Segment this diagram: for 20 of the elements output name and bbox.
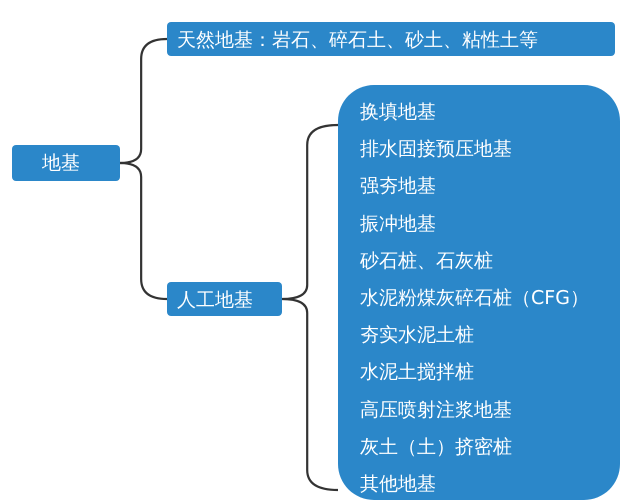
curly-brace bbox=[120, 162, 168, 300]
list-item: 砂石桩、石灰桩 bbox=[360, 248, 493, 274]
list-item: 其他地基 bbox=[360, 472, 436, 497]
root-box bbox=[12, 145, 120, 181]
list-item: 高压喷射注浆地基 bbox=[360, 398, 512, 423]
node-label: 人工地基 bbox=[177, 288, 253, 313]
list-item: 水泥粉煤灰碎石桩（CFG） bbox=[360, 286, 589, 311]
list-item: 夯实水泥土桩 bbox=[360, 323, 474, 348]
list-item: 振冲地基 bbox=[360, 212, 436, 237]
list-item: 强夯地基 bbox=[360, 174, 436, 200]
category-box bbox=[167, 22, 615, 56]
list-item: 水泥土搅拌桩 bbox=[360, 360, 474, 386]
list-item: 排水固接预压地基 bbox=[360, 137, 512, 162]
node-label: 地基 bbox=[42, 151, 80, 176]
category-box bbox=[167, 282, 282, 316]
list-panel bbox=[338, 85, 620, 500]
node-label: 天然地基：岩石、碎石土、砂土、粘性土等 bbox=[177, 28, 538, 53]
list-item: 灰土（土）挤密桩 bbox=[360, 434, 512, 460]
curly-brace bbox=[280, 124, 340, 492]
list-item: 换填地基 bbox=[360, 100, 436, 125]
